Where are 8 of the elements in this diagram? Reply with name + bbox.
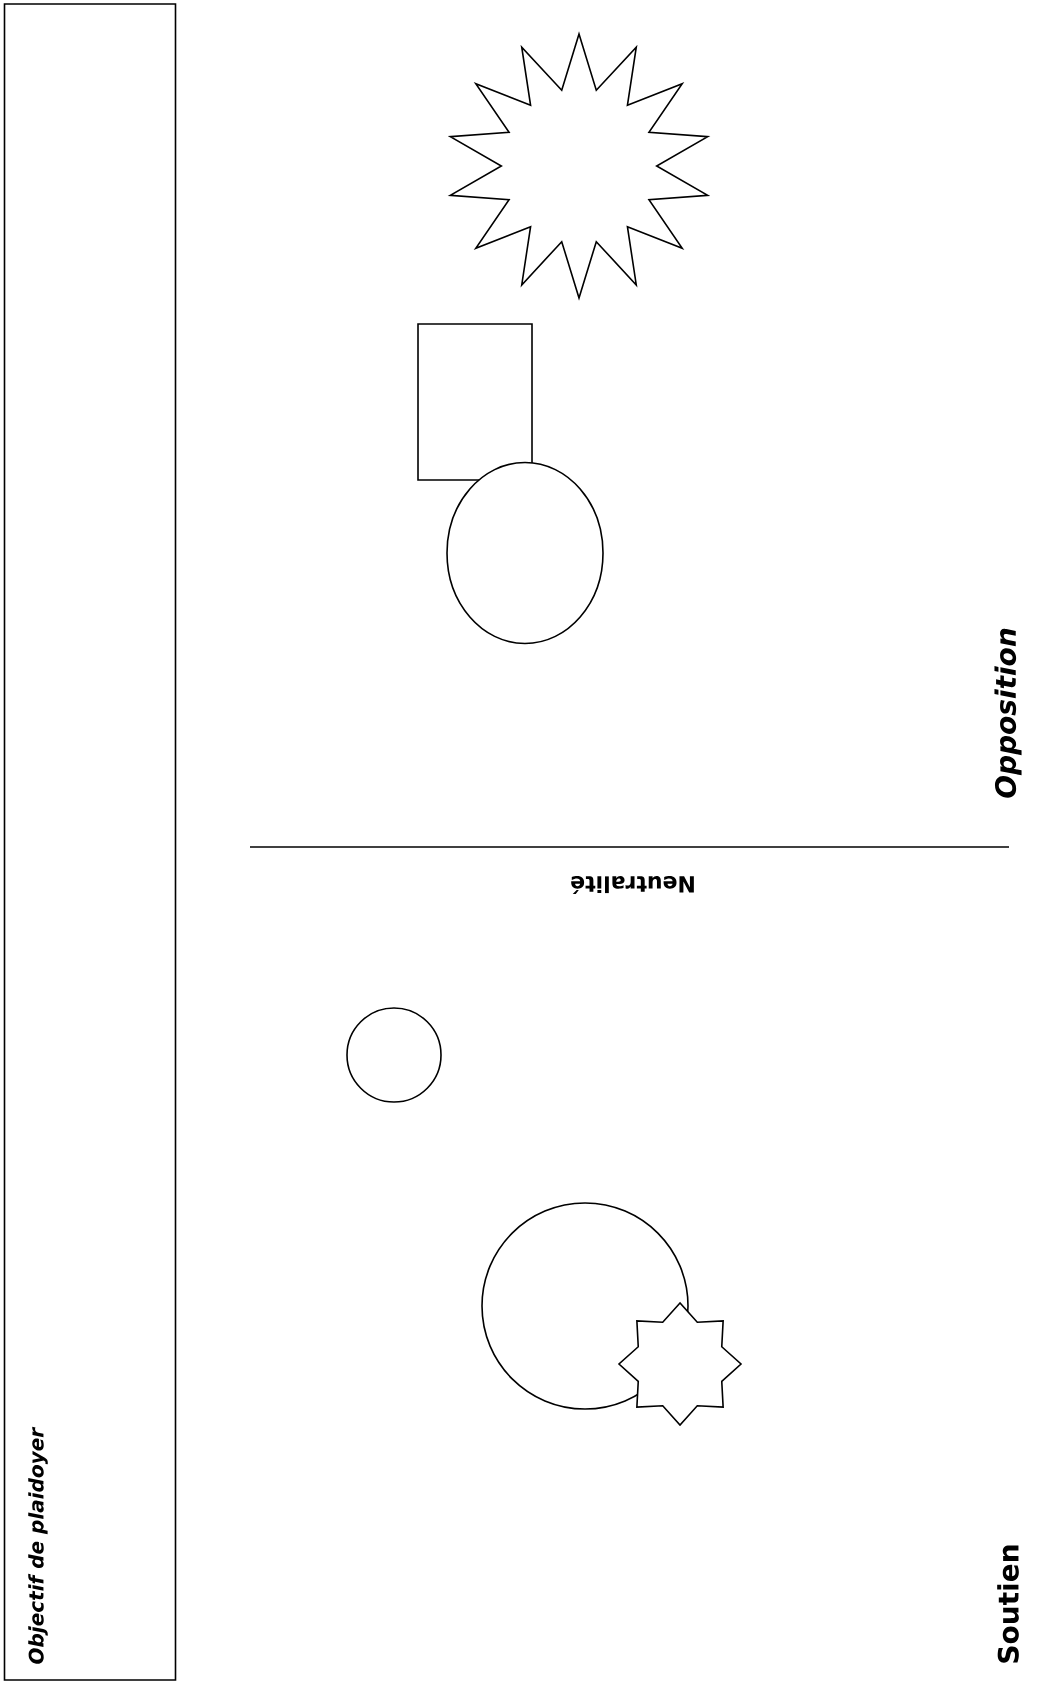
- goal-box: Objectif de plaidoyer: [3, 3, 177, 1681]
- rectangle-shape: [417, 323, 533, 481]
- ellipse-shape: [446, 461, 604, 645]
- circle-shape: [481, 1202, 689, 1410]
- axis-label: Soutien: [997, 1545, 1019, 1663]
- axis-label: Neutralité: [571, 876, 694, 894]
- axis-label: Opposition: [994, 628, 1022, 798]
- circle-shape: [346, 1007, 442, 1103]
